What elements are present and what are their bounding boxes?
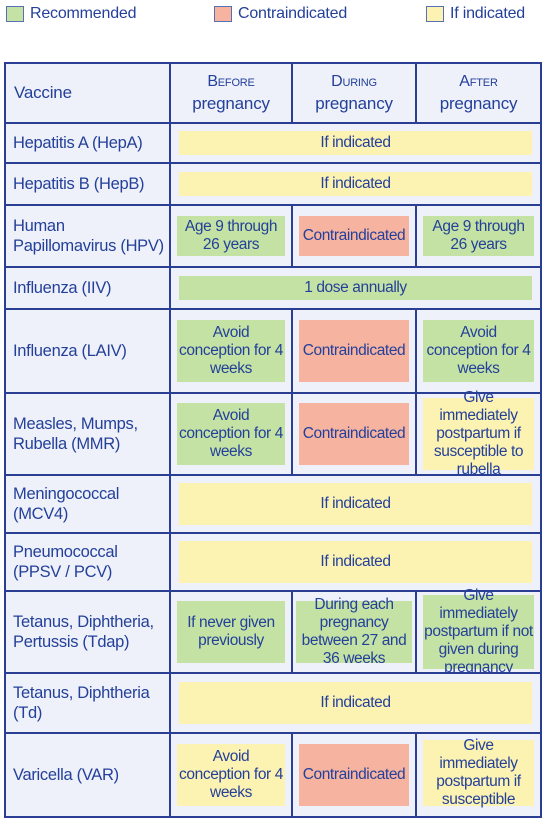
span-cell: If indicated [179, 541, 532, 583]
legend-contraindicated-label: Contraindicated [238, 5, 348, 22]
header-vaccine: Vaccine [6, 64, 169, 122]
vaccine-name: Influenza (IIV) [6, 268, 169, 308]
header-before: Before pregnancy [171, 64, 291, 122]
header-during-line1: During [331, 73, 377, 90]
before-cell: Avoid conception for 4 weeks [177, 320, 285, 382]
table-row: Influenza (IIV) 1 dose annually [6, 268, 540, 308]
header-after-line1: After [459, 73, 498, 90]
before-cell: Age 9 through 26 years [177, 216, 285, 256]
after-cell: Give immediately postpartum if not given… [423, 587, 534, 676]
after-cell: Give immediately postpartum if susceptib… [423, 737, 534, 808]
table-row: Tetanus, Diphtheria, Pertussis (Tdap) If… [6, 587, 540, 676]
span-cell: If indicated [179, 172, 532, 196]
vaccine-table: Vaccine Before pregnancy During pregnanc… [4, 62, 542, 818]
vaccine-name: Meningococcal (MCV4) [6, 476, 169, 532]
contraindicated-swatch [214, 6, 232, 22]
during-cell: During each pregnancy between 27 and 36 … [296, 596, 412, 667]
header-after-line2: pregnancy [439, 94, 518, 113]
table-row: Influenza (LAIV) Avoid conception for 4 … [6, 310, 540, 392]
vaccine-name: Tetanus, Diphtheria, Pertussis (Tdap) [6, 592, 169, 672]
table-row: Human Papillomavirus (HPV) Age 9 through… [6, 206, 540, 266]
legend-contraindicated: Contraindicated [214, 5, 347, 23]
vaccine-name: Influenza (LAIV) [6, 310, 169, 392]
table-row: Tetanus, Diphtheria (Td) If indicated [6, 674, 540, 732]
header-before-line2: pregnancy [192, 94, 270, 113]
after-cell: Avoid conception for 4 weeks [423, 320, 534, 382]
vaccine-name: Measles, Mumps, Rubella (MMR) [6, 394, 169, 474]
before-cell: Avoid conception for 4 weeks [177, 403, 285, 465]
span-cell: If indicated [179, 131, 532, 155]
during-cell: Contraindicated [299, 744, 409, 806]
header-row: Vaccine Before pregnancy During pregnanc… [6, 64, 540, 122]
span-cell: If indicated [179, 483, 532, 525]
before-cell: Avoid conception for 4 weeks [177, 744, 285, 806]
legend-recommended: Recommended [6, 5, 137, 23]
table-row: Meningococcal (MCV4) If indicated [6, 476, 540, 532]
during-cell: Contraindicated [299, 403, 409, 465]
header-vaccine-label: Vaccine [14, 83, 72, 102]
legend-if-indicated-label: If indicated [450, 5, 525, 22]
recommended-swatch [6, 6, 24, 22]
vaccine-name: Pneumococcal (PPSV / PCV) [6, 534, 169, 590]
vaccine-name: Human Papillomavirus (HPV) [6, 206, 169, 266]
table-row: Pneumococcal (PPSV / PCV) If indicated [6, 534, 540, 590]
span-cell: If indicated [179, 682, 532, 724]
after-cell: Age 9 through 26 years [423, 216, 534, 256]
vaccine-name: Hepatitis B (HepB) [6, 164, 169, 204]
vaccine-name: Tetanus, Diphtheria (Td) [6, 674, 169, 732]
legend-recommended-label: Recommended [30, 5, 137, 22]
table-row: Hepatitis B (HepB) If indicated [6, 164, 540, 204]
header-during-line2: pregnancy [315, 94, 393, 113]
during-cell: Contraindicated [299, 320, 409, 382]
before-cell: If never given previously [177, 601, 285, 663]
legend: Recommended Contraindicated If indicated [0, 0, 546, 30]
header-after: After pregnancy [417, 64, 540, 122]
if-indicated-swatch [426, 6, 444, 22]
table-row: Hepatitis A (HepA) If indicated [6, 124, 540, 162]
vaccine-name: Varicella (VAR) [6, 734, 169, 816]
table-row: Measles, Mumps, Rubella (MMR) Avoid conc… [6, 389, 540, 478]
vaccine-name: Hepatitis A (HepA) [6, 124, 169, 162]
after-cell: Give immediately postpartum if susceptib… [423, 389, 534, 478]
header-before-line1: Before [207, 73, 255, 90]
during-cell: Contraindicated [299, 216, 409, 256]
table-row: Varicella (VAR) Avoid conception for 4 w… [6, 734, 540, 816]
legend-if-indicated: If indicated [426, 5, 525, 23]
span-cell: 1 dose annually [179, 276, 532, 300]
header-during: During pregnancy [293, 64, 415, 122]
